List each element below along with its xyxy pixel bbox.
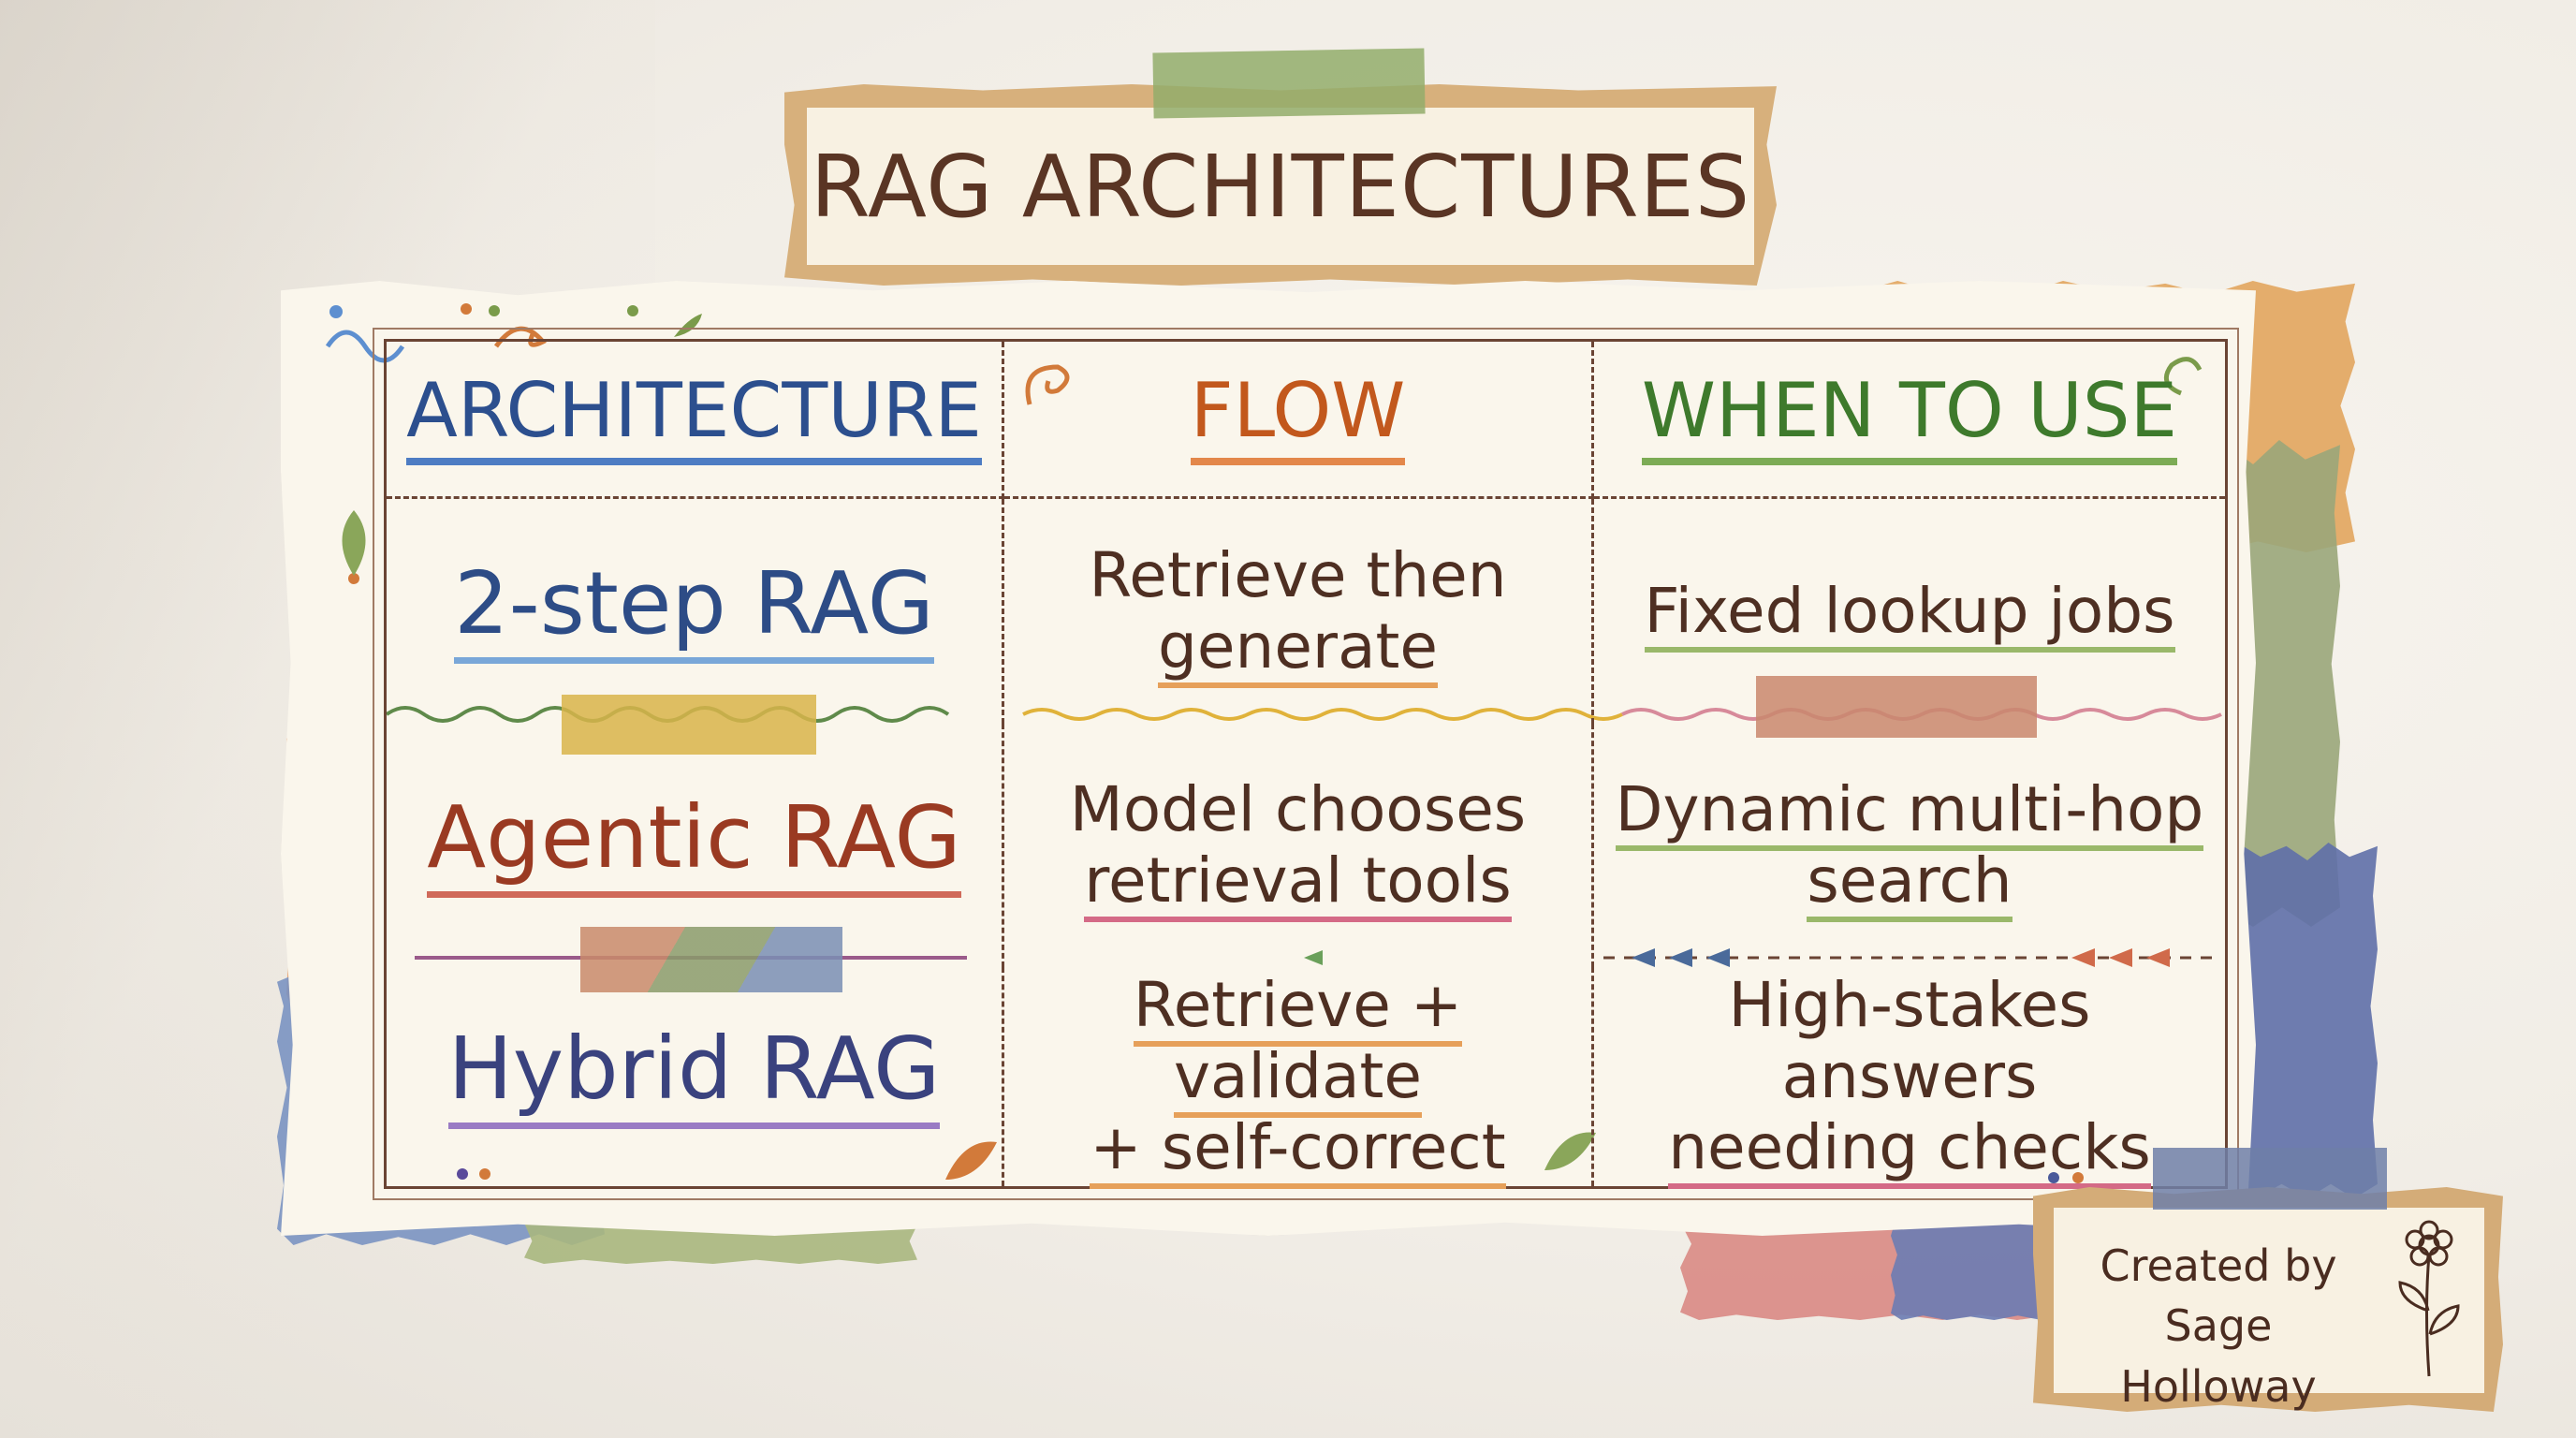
tape-title <box>1152 48 1426 119</box>
row-agentic-when: Dynamic multi-hop search <box>1594 724 2225 967</box>
row-hybrid-architecture: Hybrid RAG <box>387 967 1004 1186</box>
deco-dot <box>348 573 359 584</box>
credit-text: Created by Sage Holloway <box>2069 1236 2368 1416</box>
column-header-architecture: ARCHITECTURE <box>406 373 982 465</box>
flow-line-1: Retrieve then <box>1089 539 1507 612</box>
credit-line-1: Created by <box>2100 1240 2337 1291</box>
deco-dot <box>2048 1172 2059 1183</box>
row-agentic-architecture: Agentic RAG <box>387 724 1004 967</box>
deco-dot <box>489 305 500 316</box>
architecture-table: ARCHITECTURE FLOW WHEN TO USE 2-step RAG… <box>373 328 2239 1200</box>
deco-dot <box>627 305 638 316</box>
swirl-top-right <box>2163 357 2203 396</box>
column-header-flow: FLOW <box>1190 373 1406 465</box>
credit-inner <box>2054 1208 2484 1393</box>
when-line-2: search <box>1807 844 2012 922</box>
title-inner: RAG ARCHITECTURES <box>807 108 1754 265</box>
flow-line-2: + self-correct <box>1090 1110 1506 1189</box>
paper-sheet <box>281 281 2256 1236</box>
deco-dot <box>2072 1172 2084 1183</box>
row-2step-architecture: 2-step RAG <box>387 499 1004 724</box>
when-line-2: needing checks <box>1668 1110 2151 1189</box>
tape-pink <box>1756 676 2037 738</box>
flow-line-2: generate <box>1158 610 1438 688</box>
column-header-when-to-use: WHEN TO USE <box>1641 373 2178 465</box>
flow-line-1: Model chooses <box>1069 773 1527 846</box>
header-flow: FLOW <box>1004 342 1594 499</box>
flow-line-2: retrieval tools <box>1084 844 1512 922</box>
when-line-1: Fixed lookup jobs <box>1644 575 2175 653</box>
tape-yellow <box>562 695 816 755</box>
row-agentic-flow: Model chooses retrieval tools <box>1004 724 1594 967</box>
architecture-name: Hybrid RAG <box>447 1024 941 1129</box>
row-hybrid-flow: Retrieve + validate + self-correct <box>1004 967 1594 1189</box>
flower-icon <box>2398 1220 2460 1377</box>
leaf-left <box>342 510 366 576</box>
deco-dot <box>329 305 343 318</box>
architecture-name: Agentic RAG <box>427 793 961 898</box>
deco-dot <box>479 1168 490 1180</box>
row-2step-when: Fixed lookup jobs <box>1594 499 2225 724</box>
architecture-name: 2-step RAG <box>454 559 934 664</box>
tape-patchwork <box>580 927 842 992</box>
swirl-flow-corner <box>1025 364 1070 405</box>
row-2step-flow: Retrieve then generate <box>1004 499 1594 724</box>
when-line-1: Dynamic multi-hop <box>1615 773 2204 852</box>
row-hybrid-when: High-stakes answers needing checks <box>1594 967 2225 1189</box>
flow-line-1: Retrieve + validate <box>1133 969 1463 1119</box>
leaf-bottom-flow <box>1544 1132 1596 1170</box>
deco-dot <box>457 1168 468 1180</box>
deco-dot <box>461 303 472 315</box>
header-architecture: ARCHITECTURE <box>387 342 1004 499</box>
when-line-1: High-stakes answers <box>1728 969 2091 1113</box>
header-when: WHEN TO USE <box>1594 342 2225 499</box>
tape-credit <box>2153 1148 2387 1210</box>
page-title: RAG ARCHITECTURES <box>810 136 1751 237</box>
leaf-bottom-left <box>945 1141 997 1180</box>
credit-line-2: Sage Holloway <box>2120 1300 2317 1412</box>
